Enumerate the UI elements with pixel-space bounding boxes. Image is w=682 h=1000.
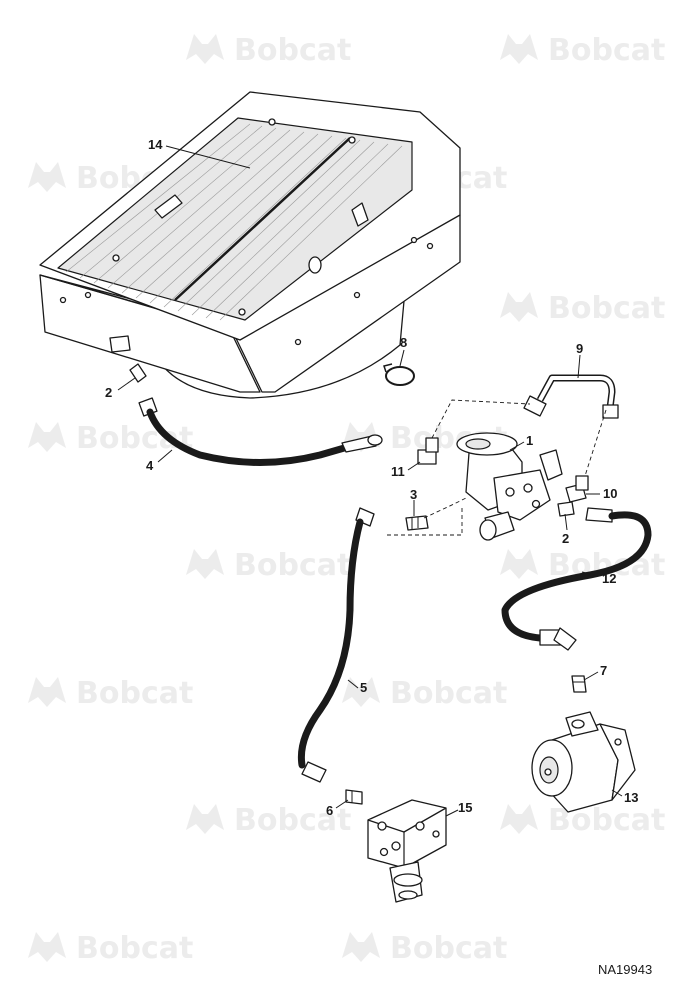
mount-bracket <box>154 194 183 219</box>
bobcat-logo-icon <box>342 422 380 452</box>
callout-4: 4 <box>146 458 154 473</box>
callout-10: 10 <box>603 486 617 501</box>
callouts: 14 8 9 2 1 11 4 3 10 2 12 5 7 6 15 13 <box>105 137 638 818</box>
callout-14: 14 <box>148 137 163 152</box>
callout-8: 8 <box>400 335 407 350</box>
mount-bracket <box>351 202 369 227</box>
fitting-7 <box>571 675 587 693</box>
callout-15: 15 <box>458 800 472 815</box>
bolt <box>410 236 418 244</box>
bolt <box>84 291 92 299</box>
bobcat-logo-icon <box>342 932 380 962</box>
bobcat-logo-icon <box>186 804 224 834</box>
cooler-bottom-frame <box>39 274 261 393</box>
watermark: Bobcat <box>186 548 351 583</box>
bolt <box>238 308 246 316</box>
watermark-text: Bobcat <box>234 33 351 68</box>
cooler-core <box>57 117 413 321</box>
clamp-ring <box>385 366 415 386</box>
bolt <box>348 136 356 144</box>
watermark-text: Bobcat <box>390 676 507 711</box>
watermark-text: Bobcat <box>234 803 351 838</box>
cooler-fins <box>65 123 403 321</box>
bolt <box>59 296 67 304</box>
elbow-fitting-11 <box>417 437 439 465</box>
bobcat-logo-icon <box>500 34 538 64</box>
callout-5: 5 <box>360 680 367 695</box>
bobcat-logo-icon <box>500 549 538 579</box>
watermark: Bobcat <box>500 291 665 326</box>
watermark-text: Bobcat <box>76 421 193 456</box>
callout-7: 7 <box>600 663 607 678</box>
elbow-fitting-10 <box>565 475 589 503</box>
bobcat-logo-icon <box>28 677 66 707</box>
watermark: Bobcat <box>342 676 507 711</box>
bobcat-logo-icon <box>342 677 380 707</box>
hose-4 <box>146 408 383 466</box>
fitting-6 <box>345 789 363 805</box>
callout-1: 1 <box>526 433 533 448</box>
watermark: Bobcat <box>28 931 193 966</box>
callout-9: 9 <box>576 341 583 356</box>
watermark: Bobcat <box>186 33 351 68</box>
watermark-text: Bobcat <box>76 676 193 711</box>
bolt <box>112 254 120 262</box>
fitting-2-right <box>557 501 575 517</box>
bolt <box>294 338 302 346</box>
watermark-text: Bobcat <box>76 931 193 966</box>
watermark: Bobcat <box>500 33 665 68</box>
bobcat-logo-icon <box>28 932 66 962</box>
bobcat-logo-icon <box>28 422 66 452</box>
bolt <box>426 242 434 250</box>
callout-2-left: 2 <box>105 385 112 400</box>
cooler-outlet-port <box>109 335 131 353</box>
steel-tube-9 <box>523 374 619 419</box>
valve-block-15 <box>367 799 447 903</box>
bobcat-logo-icon <box>500 292 538 322</box>
pump-13 <box>531 711 636 813</box>
cooler-port <box>308 256 322 274</box>
bobcat-logo-icon <box>500 804 538 834</box>
watermark-text: Bobcat <box>548 291 665 326</box>
clamp-tab <box>383 363 393 373</box>
bobcat-logo-icon <box>28 162 66 192</box>
watermark: Bobcat <box>186 803 351 838</box>
fitting-3 <box>405 515 429 531</box>
bolt <box>268 118 276 126</box>
callout-6: 6 <box>326 803 333 818</box>
fitting-2-left <box>129 363 158 417</box>
bobcat-logo-icon <box>186 549 224 579</box>
bolt <box>353 291 361 299</box>
callout-2-right: 2 <box>562 531 569 546</box>
watermark-text: Bobcat <box>548 33 665 68</box>
watermark: Bobcat <box>342 931 507 966</box>
watermark-text: Bobcat <box>234 548 351 583</box>
callout-13: 13 <box>624 790 638 805</box>
callout-3: 3 <box>410 487 417 502</box>
callout-11: 11 <box>391 464 405 479</box>
routing-lines <box>386 399 607 536</box>
fan-motor-1 <box>456 432 563 541</box>
oil-cooler <box>39 91 461 399</box>
bobcat-logo-icon <box>186 34 224 64</box>
watermark-text: Bobcat <box>390 931 507 966</box>
leader-lines <box>117 145 623 817</box>
hose-12 <box>501 507 652 651</box>
callout-12: 12 <box>602 571 616 586</box>
watermark: Bobcat <box>28 676 193 711</box>
figure-id: NA19943 <box>598 962 653 977</box>
core-divider <box>174 137 351 301</box>
hose-clamp-8 <box>383 363 415 386</box>
hose-5 <box>297 507 375 783</box>
